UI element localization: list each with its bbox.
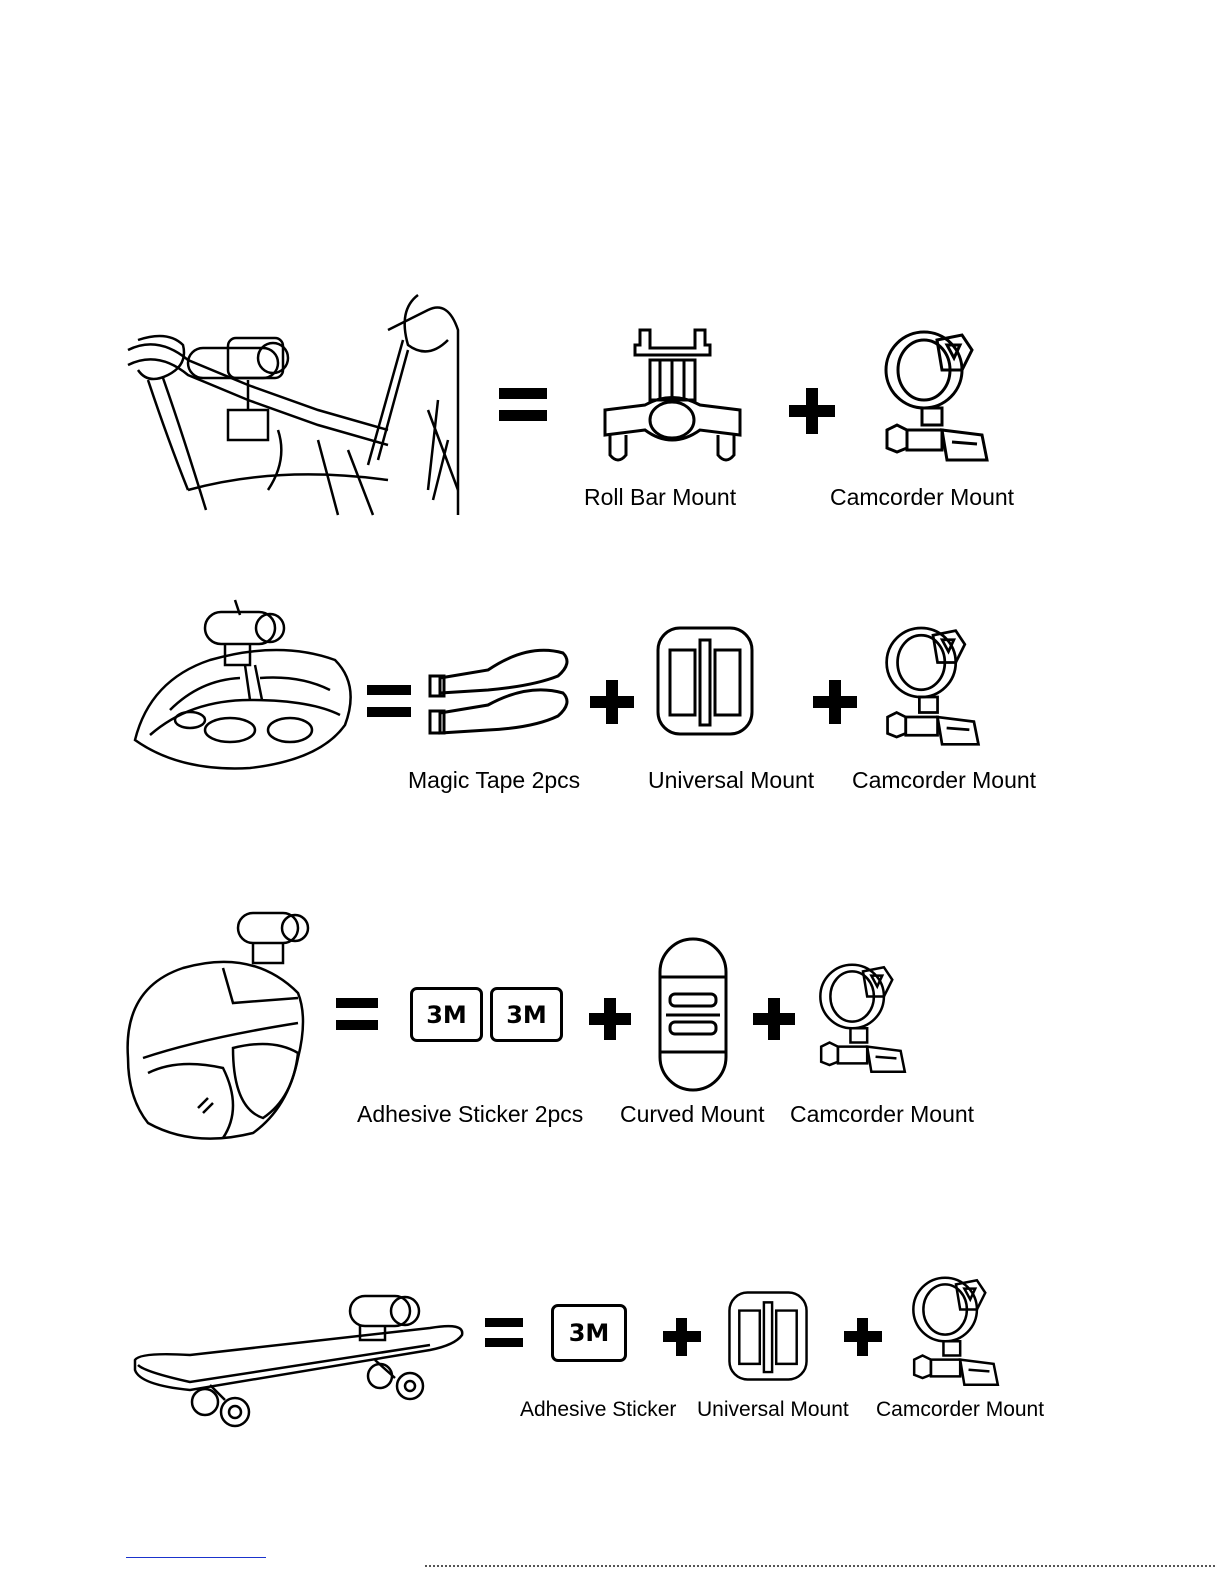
adhesive-sticker-icon: 3M (410, 987, 483, 1042)
equals-sign (499, 388, 549, 428)
universal-mount-icon (727, 1288, 809, 1384)
bicycle-handlebar-illustration (128, 290, 463, 515)
magic-tape-icon (428, 648, 573, 738)
equals-sign (367, 685, 413, 725)
roll-bar-mount-label: Roll Bar Mount (584, 484, 736, 511)
adhesive-sticker-label: Adhesive Sticker (520, 1398, 676, 1422)
magic-tape-label: Magic Tape 2pcs (408, 767, 580, 794)
skateboard-illustration (130, 1290, 470, 1430)
curved-mount-label: Curved Mount (620, 1101, 764, 1128)
camcorder-mount-label: Camcorder Mount (876, 1398, 1044, 1422)
camcorder-mount-icon (817, 962, 909, 1077)
universal-mount-label: Universal Mount (648, 767, 814, 794)
curved-mount-icon (658, 937, 728, 1092)
adhesive-sticker-icon: 3M (551, 1304, 627, 1362)
plus-sign (589, 998, 631, 1040)
motorcycle-helmet-illustration (123, 908, 313, 1143)
camcorder-mount-icon (882, 330, 992, 465)
bike-helmet-illustration (130, 600, 360, 775)
camcorder-mount-label: Camcorder Mount (852, 767, 1036, 794)
adhesive-sticker-label: Adhesive Sticker 2pcs (357, 1101, 583, 1128)
equals-sign (336, 998, 380, 1034)
footer-divider (425, 1565, 1215, 1567)
equals-sign (485, 1318, 525, 1352)
camcorder-mount-label: Camcorder Mount (830, 484, 1014, 511)
plus-sign (663, 1318, 701, 1356)
universal-mount-label: Universal Mount (697, 1398, 849, 1422)
camcorder-mount-icon (883, 625, 983, 750)
adhesive-sticker-icon: 3M (490, 987, 563, 1042)
roll-bar-mount-icon (600, 330, 745, 465)
universal-mount-icon (655, 625, 755, 737)
camcorder-mount-icon (910, 1275, 1002, 1390)
camcorder-mount-label: Camcorder Mount (790, 1101, 974, 1128)
plus-sign (813, 680, 857, 724)
plus-sign (844, 1318, 882, 1356)
footer-link-underline (126, 1557, 266, 1558)
plus-sign (789, 388, 835, 434)
plus-sign (590, 680, 634, 724)
plus-sign (753, 998, 795, 1040)
